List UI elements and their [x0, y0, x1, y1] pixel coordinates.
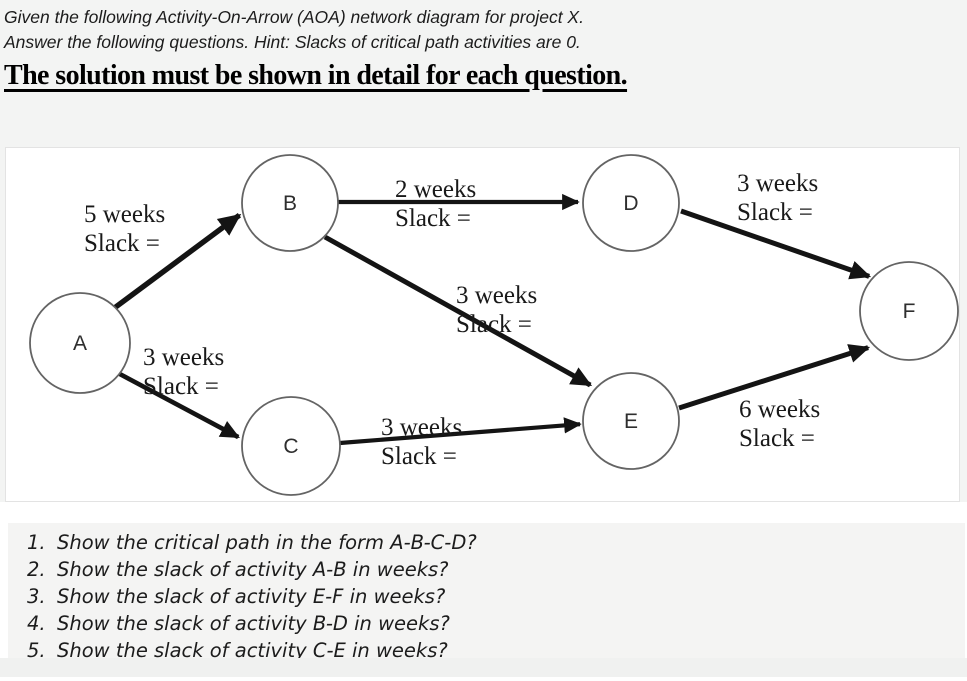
- bottom-strip: [0, 658, 967, 677]
- node-D: [582, 154, 680, 252]
- edge-D-F: [680, 208, 872, 280]
- node-A: [29, 292, 131, 394]
- edge-B-D-duration-label: 2 weeks: [395, 176, 476, 203]
- problem-statement: Given the following Activity-On-Arrow (A…: [4, 5, 944, 92]
- edge-C-E-slack-label: Slack =: [381, 443, 457, 470]
- edge-E-F-slack-label: Slack =: [739, 425, 815, 452]
- edge-C-E-duration-label: 3 weeks: [381, 414, 462, 441]
- question-item-2: 2. Show the slack of activity A-B in week…: [8, 556, 965, 583]
- question-text: Show the slack of activity E-F in weeks?: [57, 585, 446, 608]
- edge-B-E: [323, 234, 593, 388]
- edge-A-C-duration-label: 3 weeks: [143, 344, 224, 371]
- node-D-label: D: [623, 192, 638, 215]
- node-E-label: E: [624, 410, 638, 433]
- node-C: [241, 396, 341, 496]
- question-item-4: 4. Show the slack of activity B-D in week…: [8, 610, 965, 637]
- question-item-3: 3. Show the slack of activity E-F in week…: [8, 583, 965, 610]
- node-A-label: A: [73, 332, 87, 355]
- edge-D-F-duration-label: 3 weeks: [737, 170, 818, 197]
- edge-A-B-slack-label: Slack =: [84, 230, 160, 257]
- edge-A-B: [111, 213, 242, 312]
- edge-D-F-slack-label: Slack =: [737, 199, 813, 226]
- edge-B-D-slack-label: Slack =: [395, 205, 471, 232]
- edge-E-F-duration-label: 6 weeks: [739, 396, 820, 423]
- edge-C-E: [339, 417, 582, 446]
- edge-B-E-slack-label: Slack =: [456, 311, 532, 338]
- edge-A-C-slack-label: Slack =: [143, 373, 219, 400]
- question-number: 4.: [27, 612, 46, 635]
- question-number: 5.: [27, 639, 46, 662]
- edge-A-C: [114, 369, 240, 440]
- statement-emphasis: The solution must be shown in detail for…: [4, 60, 628, 91]
- question-text: Show the slack of activity A-B in weeks?: [57, 558, 449, 581]
- node-E: [582, 372, 680, 470]
- questions-list: 1. Show the critical path in the form A-B…: [8, 523, 965, 662]
- node-B: [241, 154, 339, 252]
- question-number: 2.: [27, 558, 46, 581]
- edge-A-B-duration-label: 5 weeks: [84, 201, 165, 228]
- edge-B-E-duration-label: 3 weeks: [456, 282, 537, 309]
- nodes-layer: A B C D E F: [29, 154, 959, 496]
- node-C-label: C: [283, 435, 298, 458]
- question-number: 3.: [27, 585, 46, 608]
- node-F: [859, 261, 959, 361]
- question-item-5: 5. Show the slack of activity C-E in week…: [8, 637, 965, 664]
- question-item-1: 1. Show the critical path in the form A-B…: [8, 529, 965, 556]
- node-F-label: F: [903, 300, 916, 323]
- edges-layer: [111, 193, 872, 446]
- question-number: 1.: [27, 531, 46, 554]
- question-text: Show the slack of activity C-E in weeks?: [57, 639, 448, 662]
- node-B-label: B: [283, 192, 297, 215]
- statement-line-1: Given the following Activity-On-Arrow (A…: [4, 7, 584, 27]
- statement-line-2: Answer the following questions. Hint: Sl…: [4, 32, 581, 52]
- edge-E-F: [678, 344, 871, 411]
- question-text: Show the critical path in the form A-B-C…: [57, 531, 477, 554]
- question-text: Show the slack of activity B-D in weeks?: [57, 612, 450, 635]
